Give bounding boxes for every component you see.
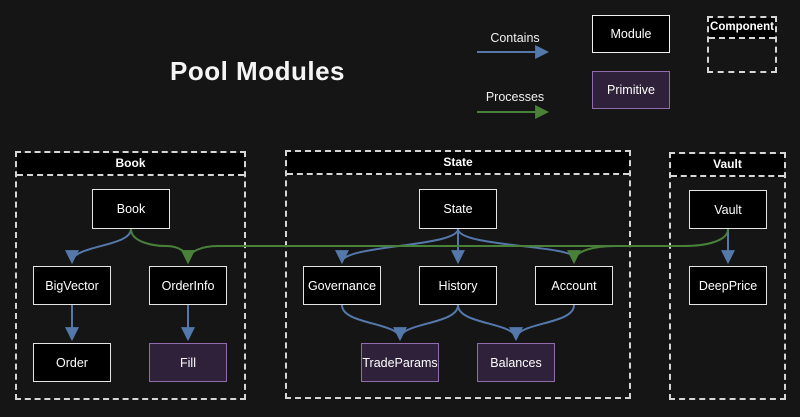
node-bigvector: BigVector [33,266,111,305]
legend-component-box: Component [707,16,777,73]
legend-primitive-box: Primitive [592,71,670,109]
node-fill: Fill [149,343,227,382]
legend-contains-label: Contains [490,31,540,45]
container-vault: Vault [669,152,786,400]
node-history-label: History [438,278,478,293]
container-book-title: Book [17,153,244,176]
node-deepprice: DeepPrice [689,266,767,305]
node-order-label: Order [56,355,88,370]
node-account: Account [535,266,613,305]
node-deepprice-label: DeepPrice [698,278,758,293]
legend-module-box: Module [592,15,670,53]
node-orderinfo: OrderInfo [149,266,227,305]
node-vault: Vault [689,190,767,229]
container-state-title: State [287,152,629,175]
node-history: History [419,266,497,305]
node-tradeparams-label: TradeParams [362,355,438,370]
container-state: State [285,150,631,399]
node-governance: Governance [303,266,381,305]
page-title: Pool Modules [170,56,345,86]
node-tradeparams: TradeParams [361,343,439,382]
container-vault-title: Vault [671,154,784,177]
node-book-label: Book [116,202,146,216]
node-account-label: Account [551,278,597,293]
node-vault-label: Vault [714,202,742,217]
node-orderinfo-label: OrderInfo [161,278,215,293]
node-fill-label: Fill [180,355,196,370]
legend-primitive-label: Primitive [607,83,655,97]
node-balances-label: Balances [490,355,542,370]
legend-processes-label: Processes [485,90,545,104]
node-book: Book [92,189,170,229]
node-governance-label: Governance [307,278,377,293]
node-balances: Balances [477,343,555,382]
legend-component-label: Component [709,18,775,39]
node-state-label: State [443,202,473,216]
node-state: State [419,189,497,229]
container-book: Book [15,151,246,400]
node-order: Order [33,343,111,382]
node-bigvector-label: BigVector [45,278,99,293]
legend-module-label: Module [610,27,652,41]
